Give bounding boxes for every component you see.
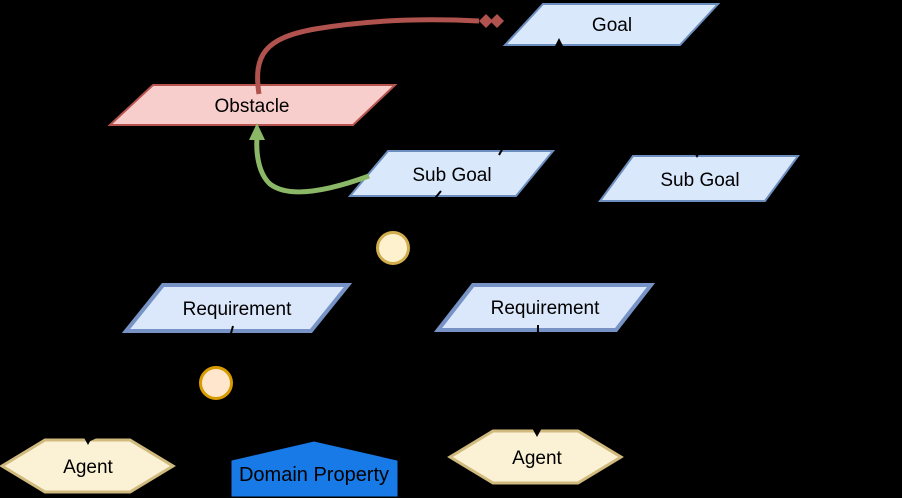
arrowhead-at-goal: [553, 38, 565, 50]
requirement-right-parallelogram: [433, 283, 656, 332]
edge-circle2-to-requirementleft: [220, 325, 234, 370]
requirement-left-node: Requirement: [121, 283, 353, 333]
agent-right-label: Agent: [512, 448, 562, 469]
resolution-arrow: [249, 123, 370, 195]
agent-left-hexagon: [0, 438, 176, 494]
domain-property-label: Domain Property: [239, 464, 389, 486]
refinement-circle-lower-shape: [199, 366, 233, 400]
edge-subgoalleft-to-goal: [498, 47, 560, 156]
requirement-right-label: Requirement: [491, 298, 600, 319]
obstacle-label: Obstacle: [215, 96, 290, 117]
goal-node: Goal: [502, 3, 721, 46]
agent-right-hexagon: [447, 429, 624, 485]
obstruction-arrow-path: [255, 17, 480, 95]
refinement-circle-upper: [376, 231, 410, 265]
agent-left-label: Agent: [63, 457, 113, 478]
obstacle-parallelogram: [107, 84, 398, 126]
refinement-circle-upper-shape: [376, 231, 410, 265]
agent-left-node: Agent: [0, 438, 176, 494]
resolution-arrow-path: [254, 137, 370, 195]
subgoal-right-node: Sub Goal: [598, 155, 800, 202]
requirement-left-label: Requirement: [183, 299, 292, 320]
requirement-right-node: Requirement: [433, 283, 656, 332]
arrowhead-at-agent-right: [531, 426, 543, 437]
subgoal-right-label: Sub Goal: [660, 170, 739, 191]
resolution-arrowhead-icon: [249, 123, 265, 140]
obstruction-diamond-icon: [479, 14, 493, 28]
goal-label: Goal: [592, 15, 632, 36]
obstruction-arrow: [255, 14, 504, 95]
domain-property-pentagon: [231, 441, 398, 497]
edge-requirementright-to-circle: [405, 249, 541, 280]
requirement-left-parallelogram: [121, 283, 353, 333]
arrowhead-at-subgoal-right: [691, 147, 703, 158]
arrowhead-at-agent-left: [82, 434, 94, 445]
refinement-connectors: [82, 38, 703, 445]
domain-property-node: Domain Property: [231, 441, 398, 497]
subgoal-left-label: Sub Goal: [412, 165, 491, 186]
edge-agentright-to-requirementright: [536, 324, 539, 433]
edge-domainproperty-to-circle: [224, 387, 315, 451]
obstruction-diamond-icon: [490, 14, 504, 28]
edge-agentleft-to-circle2: [87, 388, 204, 442]
edge-circle-to-subgoalleft: [401, 190, 442, 239]
refinement-circle-lower: [199, 366, 233, 400]
agent-right-node: Agent: [447, 429, 624, 485]
edge-goal-to-subgoalright: [560, 47, 698, 151]
edge-requirementleft-to-circle: [236, 249, 380, 279]
subgoal-left-node: Sub Goal: [347, 150, 556, 197]
subgoal-right-parallelogram: [598, 155, 800, 202]
refinement-connectors-under: [224, 387, 315, 451]
goal-parallelogram: [502, 3, 721, 46]
subgoal-left-parallelogram: [347, 150, 556, 197]
obstacle-node: Obstacle: [107, 84, 398, 126]
